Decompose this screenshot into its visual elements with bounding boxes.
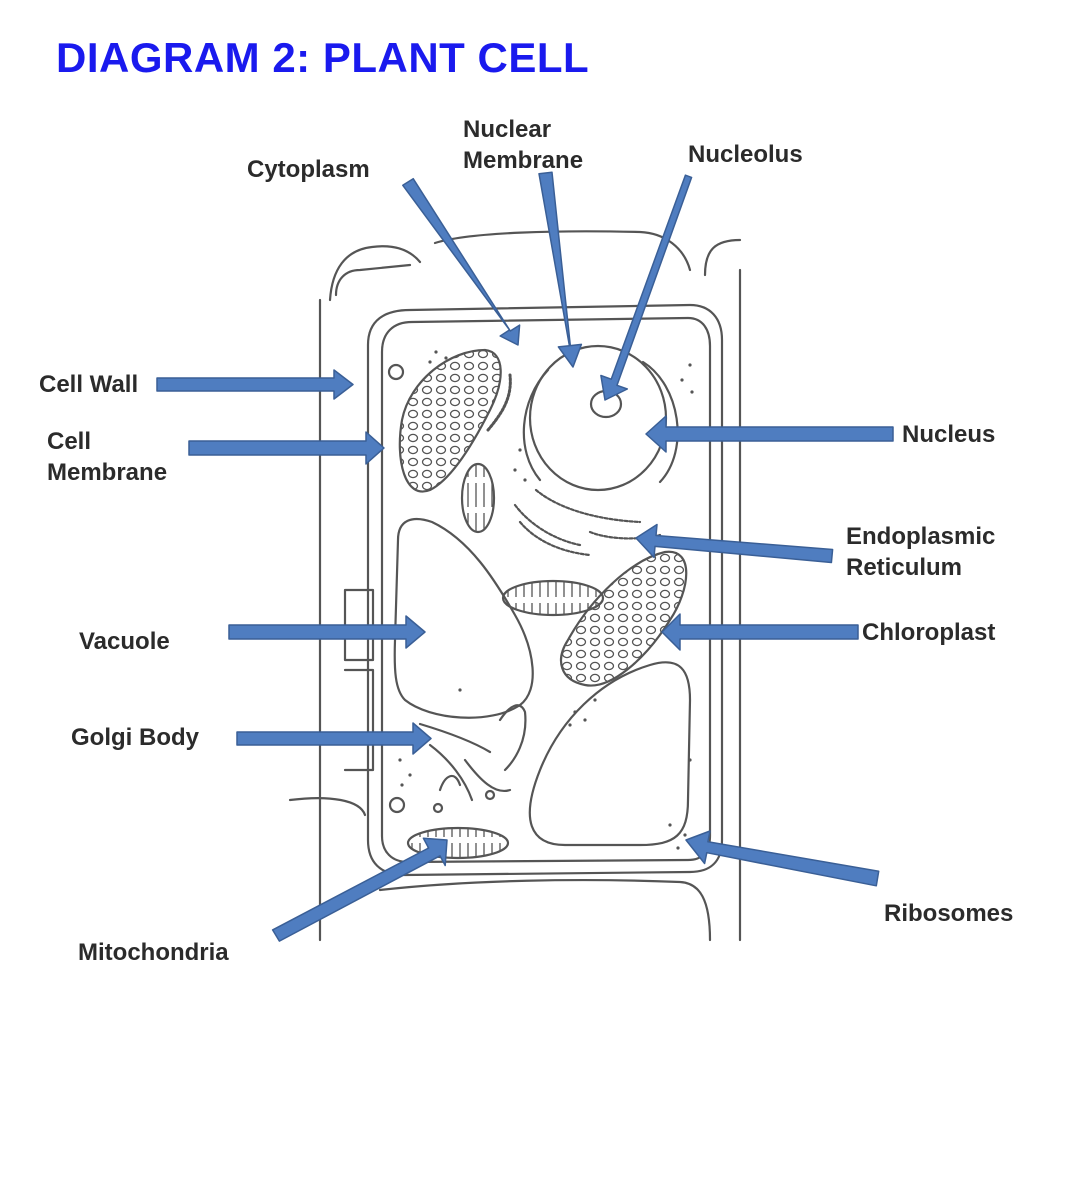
label-cell-membrane: Cell Membrane	[47, 428, 168, 486]
label-mitochondria: Mitochondria	[78, 939, 229, 966]
arrow-nuclear-membrane	[538, 171, 583, 368]
arrow-cell-wall	[156, 369, 354, 400]
chloroplast-right	[559, 550, 688, 687]
arrow-cell-membrane	[188, 431, 385, 465]
page-title: DIAGRAM 2: PLANT CELL	[56, 34, 590, 81]
arrow-er	[635, 523, 834, 564]
vacuole	[393, 517, 534, 719]
arrow-vacuole	[228, 615, 426, 649]
label-nucleolus: Nucleolus	[688, 141, 803, 168]
neighbor-cell-top	[328, 245, 422, 302]
label-cell-wall: Cell Wall	[39, 371, 139, 398]
arrows	[156, 171, 894, 942]
label-golgi-body: Golgi Body	[71, 724, 199, 751]
label-cytoplasm: Cytoplasm	[247, 156, 370, 183]
arrow-nucleolus	[600, 174, 693, 401]
vacuole-right	[528, 661, 692, 847]
label-nuclear-membrane: Nuclear Membrane	[463, 116, 584, 174]
arrow-nucleus	[645, 415, 894, 453]
nucleus	[528, 344, 668, 492]
label-chloroplast: Chloroplast	[862, 619, 996, 646]
arrow-chloroplast	[661, 613, 859, 651]
label-vacuole: Vacuole	[79, 628, 170, 655]
label-nucleus: Nucleus	[902, 421, 996, 448]
cell-drawing	[288, 230, 742, 942]
cell-wall	[366, 303, 724, 877]
arrow-ribosomes	[685, 830, 880, 887]
chloroplast-top	[398, 348, 502, 493]
label-ribosomes: Ribosomes	[884, 900, 1014, 927]
label-endoplasmic-reticulum: Endoplasmic Reticulum	[846, 523, 996, 581]
arrow-cytoplasm	[402, 177, 521, 346]
ribosome-dots	[398, 350, 694, 850]
golgi-body	[418, 704, 527, 802]
arrow-mitochondria	[271, 837, 448, 942]
endoplasmic-reticulum	[513, 488, 662, 557]
mitochondrion-small	[460, 462, 496, 534]
arrow-golgi-body	[236, 722, 432, 755]
cell-membrane	[380, 316, 712, 864]
mitochondrion-center	[501, 579, 605, 617]
